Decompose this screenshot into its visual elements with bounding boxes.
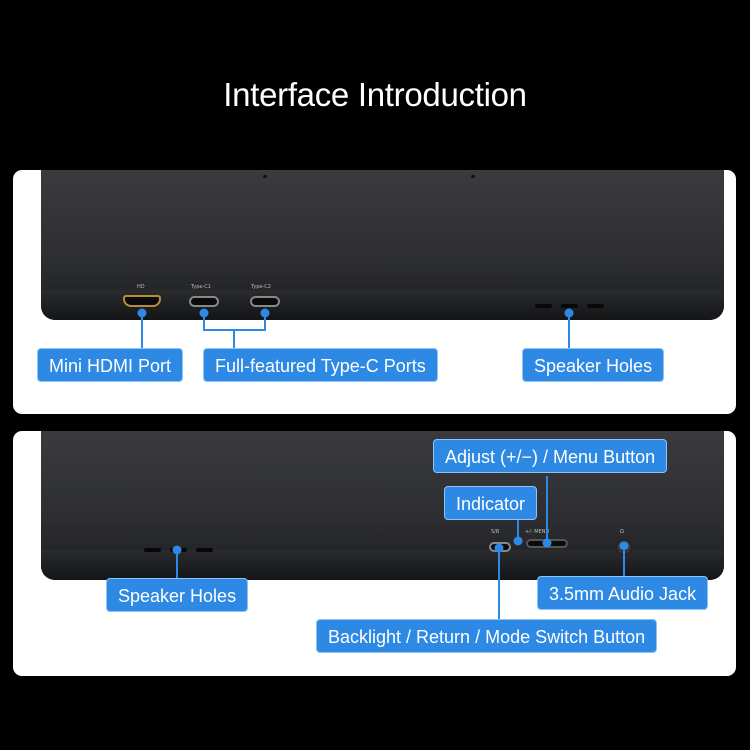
- audio-jack: [616, 539, 632, 555]
- adjust-menu-button: [526, 539, 568, 548]
- bottom-interface-panel: S/B +/- MENU Ω Adjust (+/−) / Menu Butto…: [13, 431, 736, 676]
- speaker-hole: [587, 304, 604, 308]
- speaker-hole: [196, 548, 213, 552]
- backlight-switch-callout: Backlight / Return / Mode Switch Button: [316, 619, 658, 653]
- audio-port-label: Ω: [620, 529, 624, 535]
- speaker-hole: [170, 548, 187, 552]
- switch-port-label: S/B: [491, 529, 500, 535]
- monitor-side-edge: [41, 550, 724, 580]
- typec1-port-label: Type-C1: [191, 284, 211, 290]
- mount-hole: [471, 175, 475, 178]
- speaker-hole: [144, 548, 161, 552]
- hdmi-port-label: HD: [137, 284, 145, 290]
- typec2-port-label: Type-C2: [251, 284, 271, 290]
- adjust-port-label: +/- MENU: [525, 529, 550, 535]
- indicator-callout: Indicator: [444, 486, 538, 520]
- mini-hdmi-callout: Mini HDMI Port: [37, 348, 184, 382]
- type-c1-port: [189, 296, 219, 307]
- speaker-hole: [561, 304, 578, 308]
- speaker-holes-callout: Speaker Holes: [106, 578, 249, 612]
- backlight-switch-button: [489, 542, 511, 552]
- mini-hdmi-port: [123, 295, 161, 307]
- type-c2-port: [250, 296, 280, 307]
- top-interface-panel: HD Type-C1 Type-C2 Mini HDMI Port Full-f…: [13, 170, 736, 414]
- page-title: Interface Introduction: [223, 76, 527, 113]
- indicator-led: [515, 541, 520, 546]
- type-c-callout: Full-featured Type-C Ports: [203, 348, 438, 382]
- audio-jack-callout: 3.5mm Audio Jack: [537, 576, 709, 610]
- adjust-menu-callout: Adjust (+/−) / Menu Button: [433, 439, 668, 473]
- speaker-holes-callout: Speaker Holes: [522, 348, 665, 382]
- speaker-hole: [535, 304, 552, 308]
- mount-hole: [263, 175, 267, 178]
